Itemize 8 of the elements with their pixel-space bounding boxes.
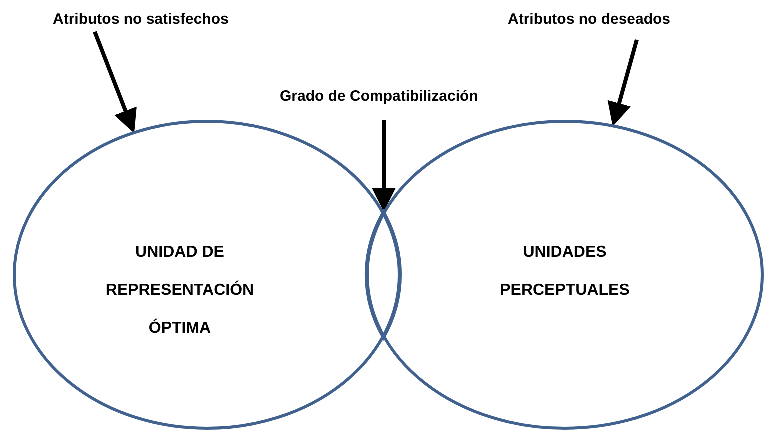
arrow <box>372 120 396 212</box>
annotation-label: Atributos no deseados <box>508 11 671 28</box>
arrow <box>93 31 137 134</box>
annotation-label: Grado de Compatibilización <box>280 88 478 105</box>
set-label: UNIDADES PERCEPTUALES <box>499 243 631 301</box>
annotation-label: Atributos no satisfechos <box>53 11 229 28</box>
set-label: UNIDAD DE REPRESENTACIÓN ÓPTIMA <box>104 243 256 339</box>
arrow <box>608 39 639 127</box>
